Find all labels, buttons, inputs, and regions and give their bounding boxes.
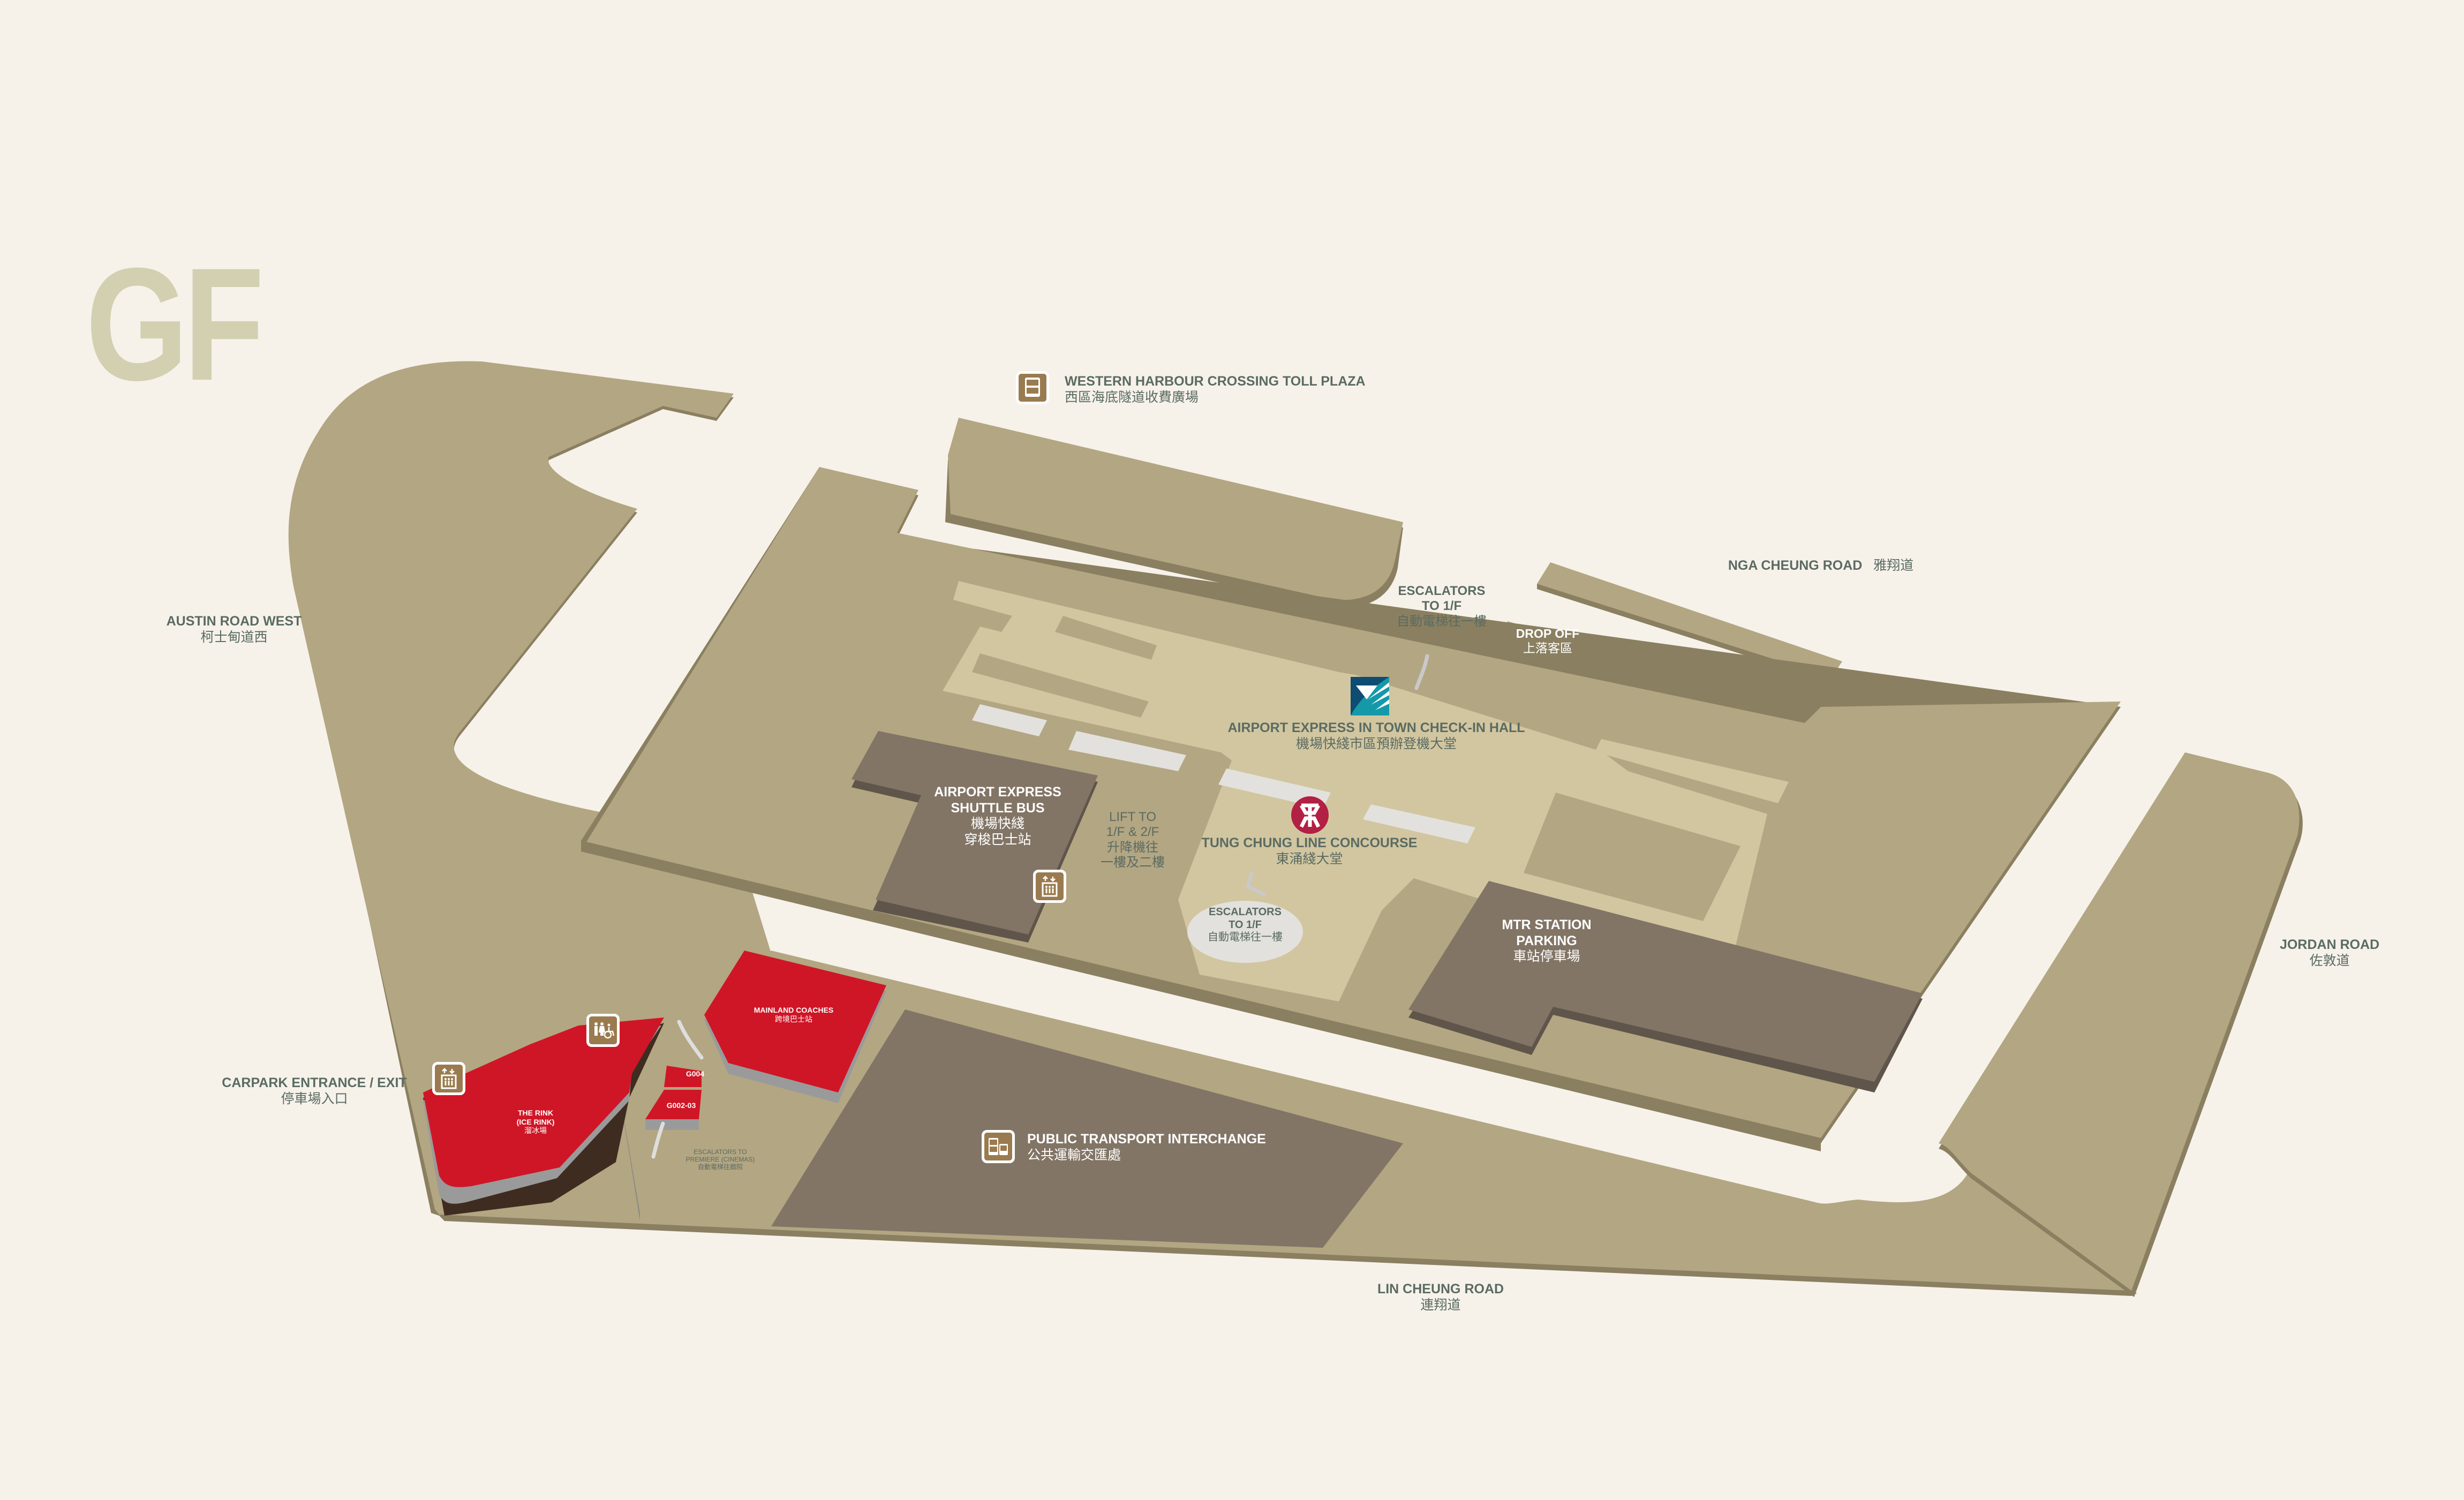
transport-interchange-label: PUBLIC TRANSPORT INTERCHANGE 公共運輸交匯處 xyxy=(1027,1132,1266,1163)
escalators-center-label: ESCALATORS TO 1/F 自動電梯往一樓 xyxy=(1208,906,1283,944)
west-road-island xyxy=(288,361,905,1216)
tung-chung-label: TUNG CHUNG LINE CONCOURSE 東涌綫大堂 xyxy=(1201,835,1418,866)
east-road-strip xyxy=(1939,752,2303,1297)
escalators-cinema-label: ESCALATORS TO PREMIERE (CINEMAS) 自動電梯往戲院 xyxy=(685,1148,755,1171)
mtr-parking-zone xyxy=(1408,881,1923,1092)
transport-interchange-zone xyxy=(771,1009,1403,1248)
mainland-coaches-label: MAINLAND COACHES 跨境巴士站 xyxy=(753,1006,834,1023)
road-label-jordan: JORDAN ROAD 佐敦道 xyxy=(2279,937,2380,968)
escalator-icon-rink-lower xyxy=(651,1121,665,1159)
the-rink-label: THE RINK (ICE RINK) 溜冰場 xyxy=(516,1109,555,1135)
lift-icon xyxy=(1033,870,1066,903)
restroom-accessible-icon xyxy=(586,1014,620,1047)
toll-plaza-island xyxy=(945,418,1403,608)
check-in-hall-label: AIRPORT EXPRESS IN TOWN CHECK-IN HALL 機場… xyxy=(1227,720,1525,751)
toll-plaza-label: WESTERN HARBOUR CROSSING TOLL PLAZA 西區海底… xyxy=(1065,374,1366,405)
shop-g004-label: G004 xyxy=(685,1069,705,1078)
mtr-logo-icon xyxy=(1291,796,1329,834)
lift-label: LIFT TO 1/F & 2/F 升降機往 一樓及二樓 xyxy=(1101,810,1165,870)
road-label-lin-cheung: LIN CHEUNG ROAD 連翔道 xyxy=(1377,1282,1504,1313)
escalator-platform xyxy=(1187,901,1303,963)
escalator-icon-center xyxy=(1245,871,1266,896)
rink-zone xyxy=(423,1017,702,1221)
airport-express-logo-icon xyxy=(1351,677,1389,715)
escalator-icon-rink-upper xyxy=(677,1020,704,1060)
lift-icon-rink xyxy=(432,1062,465,1095)
road-label-austin: AUSTIN ROAD WEST 柯士甸道西 xyxy=(166,614,302,645)
mainland-coaches-zone xyxy=(704,951,886,1103)
shop-g002-03-label: G002-03 xyxy=(666,1101,696,1110)
carpark-entrance-label: CARPARK ENTRANCE / EXIT 停車場入口 xyxy=(222,1075,407,1106)
escalators-north-label: ESCALATORS TO 1/F 自動電梯往一樓 xyxy=(1397,584,1487,629)
escalator-icon-north xyxy=(1414,654,1429,690)
mtr-parking-label: MTR STATION PARKING 車站停車場 xyxy=(1502,917,1592,964)
road-label-nga-cheung: NGA CHEUNG ROAD 雅翔道 xyxy=(1728,558,1914,573)
shuttle-bus-label: AIRPORT EXPRESS SHUTTLE BUS 機場快綫 穿梭巴士站 xyxy=(934,785,1061,847)
bus-minibus-icon xyxy=(982,1130,1015,1163)
bus-icon xyxy=(1016,371,1049,404)
floor-indicator: GF xyxy=(86,234,264,414)
drop-off-label: DROP OFF 上落客區 xyxy=(1516,627,1580,655)
